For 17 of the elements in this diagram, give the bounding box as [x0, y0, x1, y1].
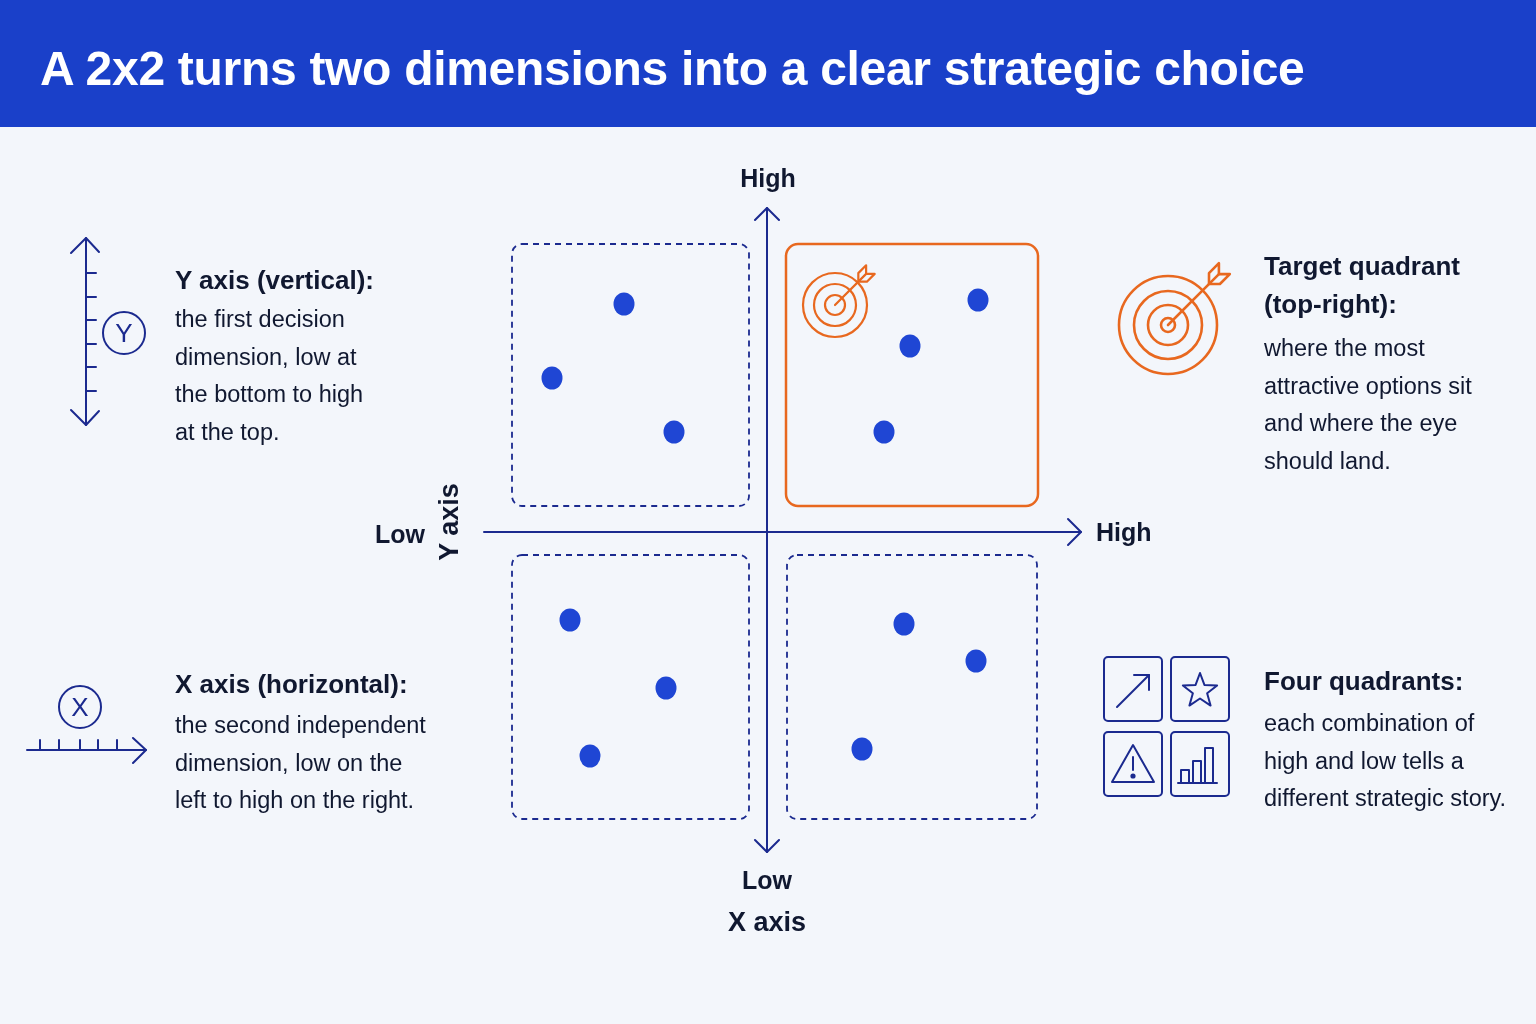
description-text: the second independent dimension, low on the left to high on the right. — [175, 711, 427, 815]
axis-letter: X — [58, 685, 102, 729]
title: A 2x2 turns two dimensions into a clear strategic choice — [40, 42, 1305, 96]
axis-letter: Y — [102, 311, 146, 355]
axis-end-label: High — [1096, 517, 1152, 547]
section-heading: X axis (horizontal): — [175, 668, 409, 701]
section-heading: Y axis (vertical): — [175, 264, 375, 297]
section-heading: Target quadrant (top-right): — [1264, 250, 1461, 321]
axis-end-label: Low — [742, 865, 792, 895]
axis-title: Y axis — [433, 483, 465, 561]
axis-title: X axis — [727, 906, 807, 938]
section-heading: Four quadrants: — [1264, 665, 1465, 698]
axis-end-label: Low — [375, 519, 425, 549]
description-text: each combination of high and low tells a different strategic story. — [1264, 709, 1508, 813]
description-text: where the most attractive options sit and where the eye should land. — [1264, 334, 1473, 476]
axis-end-label: High — [740, 163, 796, 193]
description-text: the first decision dimension, low at the bottom to high at the top. — [175, 305, 365, 447]
